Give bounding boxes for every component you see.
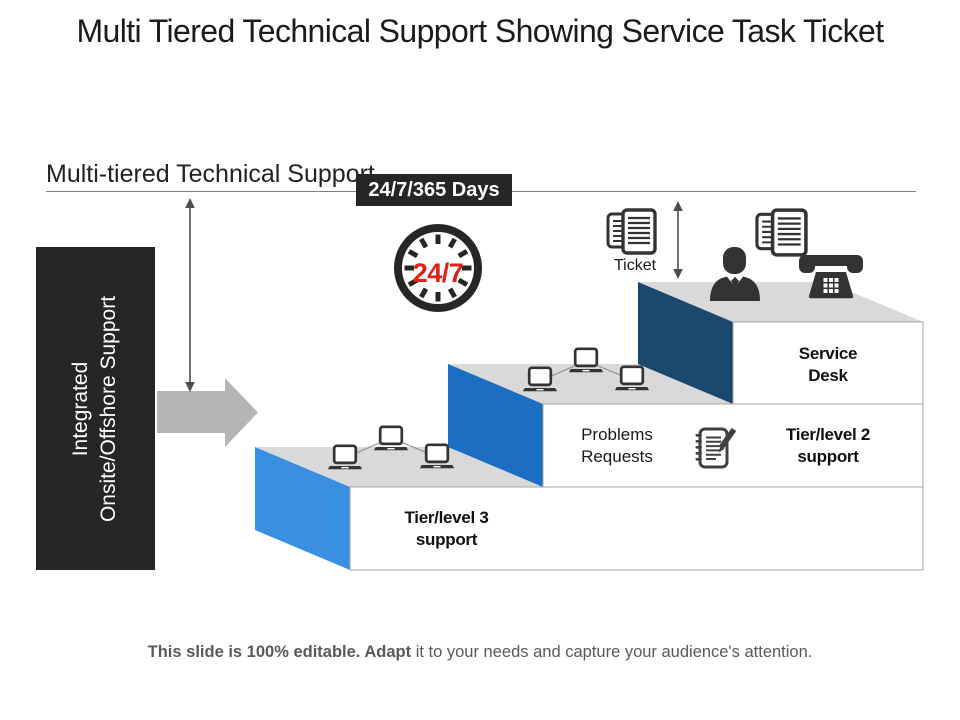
service-desk-label-line1: Service	[798, 344, 858, 363]
riser-service-desk	[638, 282, 733, 404]
clock-label: 24/7	[412, 258, 464, 288]
person-icon	[710, 247, 760, 301]
band-tier3	[349, 486, 924, 571]
sidebar-label: Integrated Onsite/Offshore Support	[68, 295, 124, 521]
clock-icon	[394, 224, 482, 312]
double-vertical-arrow-ticket	[673, 201, 683, 279]
tier2-support-label: Tier/level 2 support	[733, 404, 923, 487]
tier2-label-line2: support	[797, 446, 859, 466]
phone-icon	[799, 255, 863, 299]
riser-tier2	[448, 364, 543, 487]
right-arrow-icon	[157, 378, 258, 447]
step-risers	[255, 282, 733, 570]
laptop-icon	[373, 425, 409, 452]
service-desk-label: Service Desk	[733, 326, 923, 404]
problems-line: Problems	[581, 424, 653, 444]
service-desk-label-line2: Desk	[808, 366, 848, 385]
availability-badge: 24/7/365 Days	[356, 174, 512, 206]
problems-requests-label: Problems Requests	[552, 404, 682, 487]
ticket-docs-icon	[606, 208, 657, 255]
band-service-desk	[732, 321, 924, 405]
ticket-docs-icon	[755, 208, 808, 257]
step-front-bands	[349, 321, 924, 571]
sidebar-label-line1: Integrated	[69, 361, 93, 456]
ticket-label: Ticket	[613, 257, 657, 274]
laptop-network-tier2	[522, 347, 650, 393]
section-heading: Multi-tiered Technical Support	[46, 160, 375, 188]
tier3-label-line2: support	[415, 529, 478, 549]
tier2-label-line1: Tier/level 2	[786, 424, 870, 444]
sidebar-box: Integrated Onsite/Offshore Support	[36, 247, 155, 570]
footer-caption-bold: This slide is 100% editable. Adapt	[147, 643, 412, 661]
laptop-network-tier3	[327, 425, 455, 471]
notepad-pencil-icon	[695, 427, 737, 469]
tier3-support-label: Tier/level 3 support	[350, 487, 543, 570]
step-top-tier3	[255, 447, 543, 487]
sidebar-label-line2: Onsite/Offshore Support	[97, 295, 121, 522]
footer-caption: This slide is 100% editable. Adapt it to…	[0, 643, 960, 662]
riser-tier3	[255, 447, 350, 570]
double-vertical-arrow-left	[185, 198, 195, 392]
footer-caption-regular: it to your needs and capture your audien…	[411, 643, 813, 661]
requests-line: Requests	[581, 446, 653, 466]
band-tier2	[542, 403, 924, 488]
tier3-label-line1: Tier/level 3	[404, 507, 489, 527]
page-title: Multi Tiered Technical Support Showing S…	[76, 13, 884, 49]
